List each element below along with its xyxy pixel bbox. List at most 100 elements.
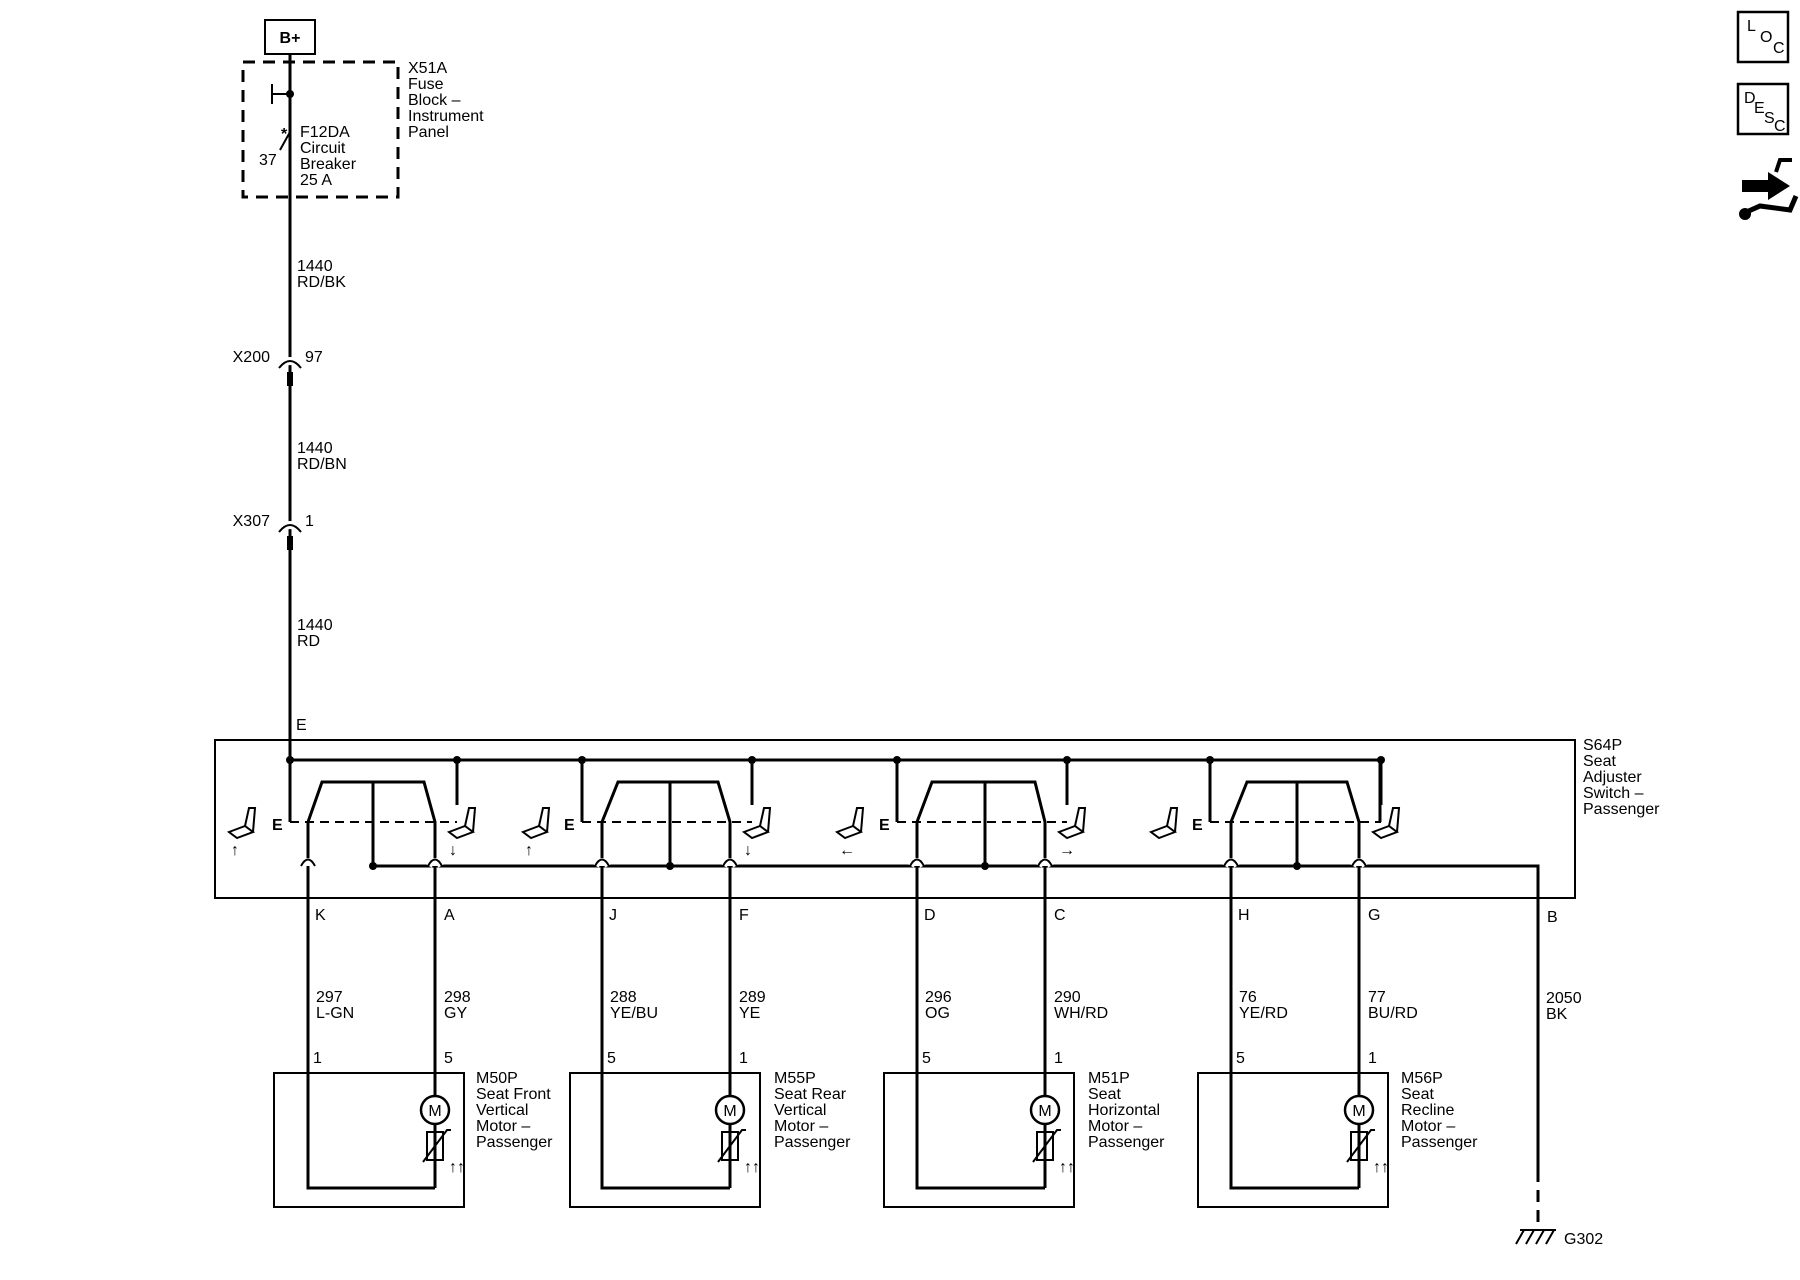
channel-4-left-wire (1229, 866, 1359, 1190)
channel-1-motor-right-pin: 5 (444, 1050, 453, 1067)
switch-ground-bus (373, 864, 1540, 898)
channel-1-motor-m: M (428, 1103, 441, 1120)
channel-3-motor-left-pin: 5 (922, 1050, 931, 1067)
channel-3-motor-name-4: Passenger (1088, 1134, 1165, 1151)
channel-4-motor-name-3: Motor – (1401, 1118, 1455, 1135)
channel-2-left-arrow: ↑ (525, 842, 533, 859)
channel-2-motor-m: M (723, 1103, 736, 1120)
channel-2-right-hop (722, 858, 738, 867)
channel-2-left-color: YE/BU (610, 1005, 658, 1022)
channel-1-sensor-slash (422, 1129, 451, 1163)
channel-1-seat-right-icon (446, 807, 477, 840)
svg-text:C: C (1773, 40, 1785, 57)
channel-3-sensor-arrows-icon: ↑↑ (1059, 1159, 1075, 1176)
connector-x200-pin: 97 (305, 349, 323, 366)
fuse-block-name-4: Panel (408, 124, 449, 141)
location-icon[interactable]: L O C (1736, 10, 1790, 64)
switch-id: S64P (1583, 737, 1622, 754)
channel-3-right-color: WH/RD (1054, 1005, 1108, 1022)
channel-2-right-arrow: ↓ (744, 842, 752, 859)
channel-2-motor-name-1: Seat Rear (774, 1086, 847, 1103)
channel-2-motor-name-4: Passenger (774, 1134, 851, 1151)
channel-3-left-pin: D (924, 907, 936, 924)
channel-3-right-pin: C (1054, 907, 1066, 924)
channel-1-motor-name-3: Motor – (476, 1118, 530, 1135)
channel-4-left-circuit: 76 (1239, 989, 1257, 1006)
channel-3-motor-box (883, 1072, 1075, 1208)
channel-4-motor-name-1: Seat (1401, 1086, 1434, 1103)
svg-text:C: C (1774, 118, 1786, 135)
channel-4-sensor-slash (1346, 1129, 1375, 1163)
wire-2-color: RD/BN (297, 456, 347, 473)
channel-2-right-feed-junction (748, 756, 756, 764)
channel-3-motor-symbol (1029, 1094, 1061, 1126)
channel-2-center-junction (666, 862, 674, 870)
channel-2-sensor-arrows-icon: ↑↑ (744, 1159, 760, 1176)
svg-text:D: D (1744, 90, 1756, 107)
fuse-tab-dot (286, 90, 294, 98)
channel-1-seat-left-icon (226, 807, 257, 840)
channel-4-left-hop (1223, 858, 1239, 867)
ground-symbol (1515, 1229, 1556, 1245)
channel-3-right-feed-junction (1063, 756, 1071, 764)
channel-2-motor-left-pin: 5 (607, 1050, 616, 1067)
switch-name-4: Passenger (1583, 801, 1660, 818)
channel-4-motor-box (1197, 1072, 1389, 1208)
channel-3-bus-junction (893, 756, 901, 764)
channel-3-motor-name-2: Horizontal (1088, 1102, 1160, 1119)
channel-4-right-color: BU/RD (1368, 1005, 1418, 1022)
channel-3-position-sensor (1036, 1131, 1054, 1161)
channel-4-contact-letter: E (1192, 817, 1203, 834)
svg-text:O: O (1760, 29, 1772, 46)
svg-text:S: S (1764, 110, 1775, 127)
channel-2-motor-id: M55P (774, 1070, 816, 1087)
channel-2-motor-box (569, 1072, 761, 1208)
channel-1-left-hop (300, 858, 316, 867)
channel-3-right-hop (1037, 858, 1053, 867)
description-icon[interactable]: D E S C (1736, 82, 1790, 136)
channel-1-left-wire (306, 866, 435, 1190)
breaker-pin: 37 (259, 152, 277, 169)
channel-1-right-arrow: ↓ (449, 842, 457, 859)
wire-3-circuit: 1440 (297, 617, 333, 634)
svg-text:L: L (1747, 18, 1756, 35)
channel-3-motor-name-1: Seat (1088, 1086, 1121, 1103)
channel-4-center-junction (1293, 862, 1301, 870)
ground-id: G302 (1564, 1231, 1603, 1248)
switch-name-1: Seat (1583, 753, 1616, 770)
channel-2-motor-symbol (714, 1094, 746, 1126)
channel-1-left-pin: K (315, 907, 326, 924)
switch-supply-bus (290, 758, 1382, 822)
channel-3-left-circuit: 296 (925, 989, 952, 1006)
channel-3-seat-left-icon (834, 807, 865, 840)
channel-4-contact (1229, 780, 1361, 863)
channel-3-motor-right-pin: 1 (1054, 1050, 1063, 1067)
schematic-repair-icon[interactable] (1739, 158, 1799, 220)
breaker-id: F12DA (300, 124, 350, 141)
switch-name-3: Switch – (1583, 785, 1644, 802)
fuse-block-id: X51A (408, 60, 447, 77)
channel-1-motor-name-2: Vertical (476, 1102, 528, 1119)
channel-4-motor-left-pin: 5 (1236, 1050, 1245, 1067)
channel-4-bus-junction (1206, 756, 1214, 764)
wire-1-color: RD/BK (297, 274, 346, 291)
channel-1-right-feed-junction (453, 756, 461, 764)
channel-4-motor-m: M (1352, 1103, 1365, 1120)
channel-1-left-circuit: 297 (316, 989, 343, 1006)
channel-2-right-color: YE (739, 1005, 760, 1022)
channel-3-left-wire (915, 866, 1045, 1190)
switch-name-2: Adjuster (1583, 769, 1642, 786)
fuse-block-outline (241, 60, 400, 199)
seat-switch-outline (214, 739, 1576, 899)
connector-x200 (275, 357, 305, 386)
channel-2-sensor-slash (717, 1129, 746, 1163)
channel-2-right-pin: F (739, 907, 749, 924)
connector-x307-id: X307 (233, 513, 270, 530)
channel-2-left-wire (600, 866, 730, 1190)
channel-4-motor-symbol (1343, 1094, 1375, 1126)
channel-2-contact-letter: E (564, 817, 575, 834)
channel-2-bus-junction (578, 756, 586, 764)
channel-4-motor-id: M56P (1401, 1070, 1443, 1087)
channel-2-motor-right-pin: 1 (739, 1050, 748, 1067)
ground-wire-circuit: 2050 (1546, 990, 1582, 1007)
